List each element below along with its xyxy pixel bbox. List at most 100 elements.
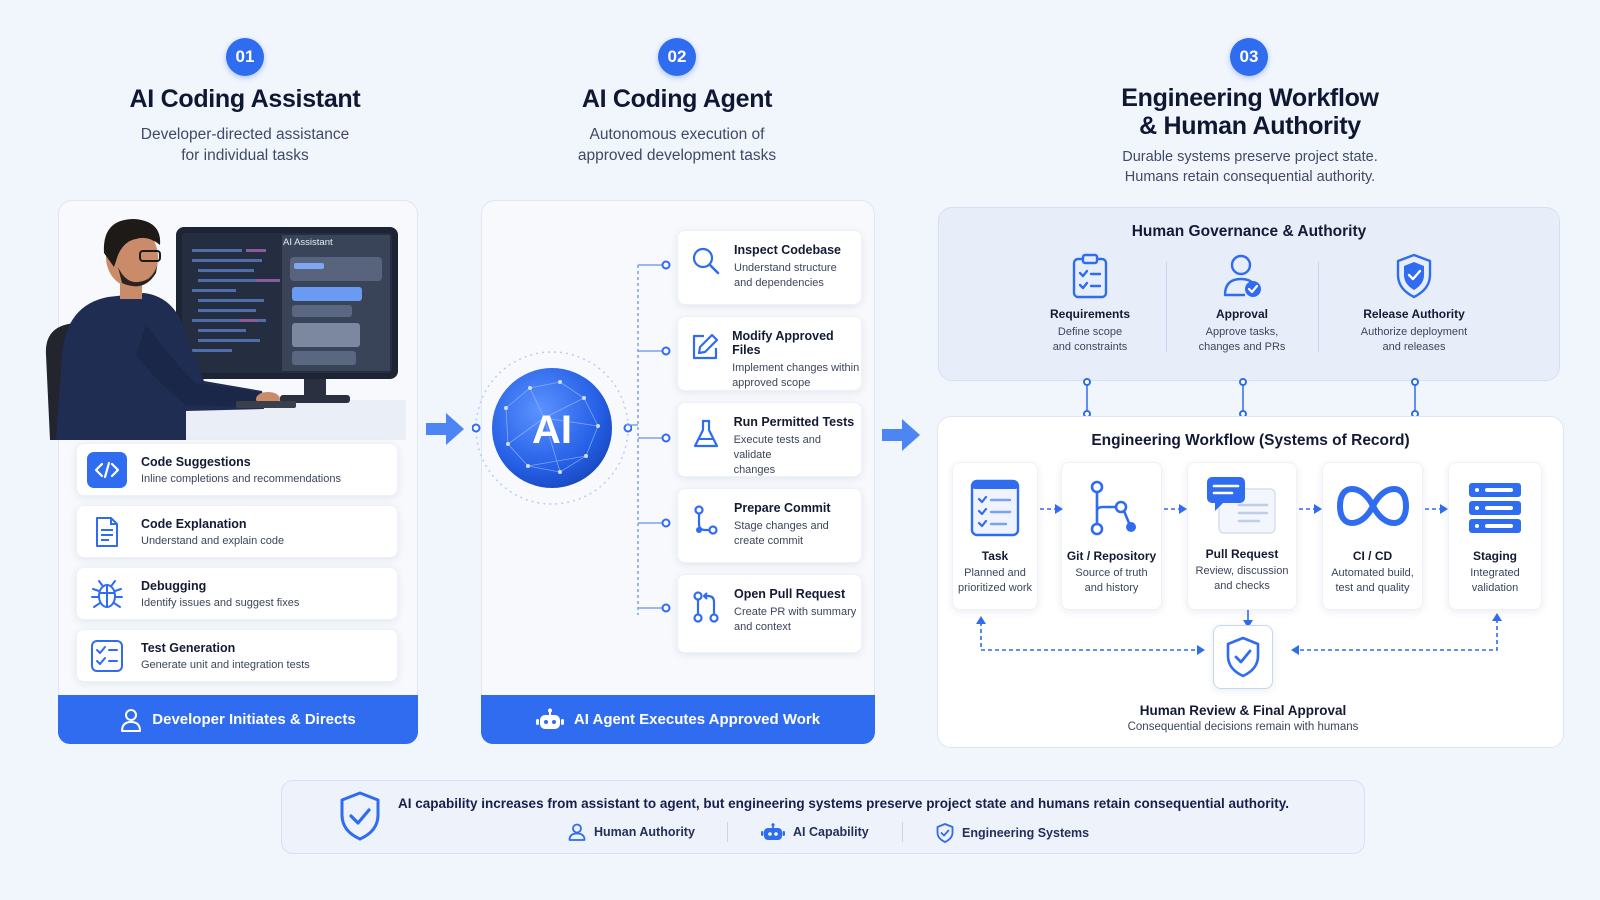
legend-label: AI Capability (793, 825, 869, 839)
code-icon (87, 451, 127, 488)
feature-card-code-explanation[interactable]: Code Explanation Understand and explain … (76, 505, 398, 558)
step-desc: Create PR with summary and context (734, 605, 856, 635)
feature-card-debugging[interactable]: Debugging Identify issues and suggest fi… (76, 567, 398, 620)
workflow-desc-line: test and quality (1335, 582, 1410, 594)
governance-item-title: Approval (1215, 307, 1268, 321)
bug-icon (87, 576, 127, 612)
assistant-subtitle-line-2: for individual tasks (181, 147, 309, 164)
pull-request-icon (678, 587, 734, 624)
search-icon (678, 243, 734, 276)
ai-core-sphere (472, 348, 632, 508)
review-title: Human Review & Final Approval (1139, 703, 1347, 718)
step-desc-line: Create PR with summary (734, 606, 857, 618)
feature-title: Code Suggestions (141, 454, 251, 469)
server-icon (1449, 481, 1541, 535)
user-check-icon (1172, 253, 1312, 299)
legend-engineering-systems: Engineering Systems (936, 823, 1089, 843)
workflow-authority-title: Engineering Workflow & Human Authority (1080, 84, 1420, 140)
shield-check-icon (338, 791, 382, 841)
developer-illustration (36, 205, 406, 440)
step-desc-line: and dependencies (734, 277, 824, 289)
checklist-icon (87, 638, 127, 674)
agent-title: AI Coding Agent (581, 85, 773, 113)
shield-icon (1344, 253, 1484, 299)
workflow-authority-subtitle-line-1: Durable systems preserve project state. (1122, 149, 1378, 165)
step-desc-line: approved scope (732, 377, 811, 389)
step-desc-line: and context (734, 621, 791, 633)
step-desc-line: Execute tests and validate (733, 434, 822, 461)
robot-icon (535, 708, 564, 732)
step-desc-line: Stage changes and (734, 520, 829, 532)
feature-title: Code Explanation (141, 516, 247, 531)
step-desc: Stage changes and create commit (734, 519, 831, 549)
governance-item-title: Release Authority (1363, 307, 1465, 321)
person-icon (568, 823, 586, 841)
assistant-subtitle-line-1: Developer-directed assistance (140, 126, 350, 143)
step-title: Inspect Codebase (734, 243, 841, 257)
feature-card-code-suggestions[interactable]: Code Suggestions Inline completions and … (76, 443, 398, 496)
workflow-authority-subtitle: Durable systems preserve project state. … (1080, 147, 1420, 187)
workflow-stage-desc: Automated build,test and quality (1323, 566, 1422, 596)
step-desc-line: Understand structure (734, 262, 837, 274)
summary-text: AI capability increases from assistant t… (398, 796, 1290, 811)
agent-step-run-tests[interactable]: Run Permitted Tests Execute tests and va… (677, 402, 862, 477)
assistant-subtitle: Developer-directed assistance for indivi… (95, 124, 395, 166)
governance-desc-line: changes and PRs (1198, 341, 1286, 353)
agent-step-open-pull-request[interactable]: Open Pull Request Create PR with summary… (677, 574, 862, 653)
person-icon (120, 708, 142, 732)
workflow-authority-subtitle-line-2: Humans retain consequential authority. (1124, 169, 1376, 185)
robot-icon (761, 823, 785, 841)
commit-icon (678, 501, 734, 536)
workflow-stage-ci-cd[interactable]: CI / CD Automated build,test and quality (1322, 462, 1423, 610)
agent-footer-bar: AI Agent Executes Approved Work (481, 695, 875, 744)
governance-desc-line: Approve tasks, (1205, 326, 1279, 338)
workflow-connectors (937, 462, 1564, 662)
workflow-stage-title: Git / Repository (1066, 549, 1157, 563)
step-desc-line: create commit (734, 535, 804, 547)
step-desc: Understand structure and dependencies (734, 261, 841, 291)
feature-desc: Inline completions and recommendations (141, 472, 341, 485)
legend-ai-capability: AI Capability (761, 823, 869, 841)
workflow-stage-title: Task (981, 549, 1009, 563)
step-badge-01: 01 (226, 38, 264, 76)
workflow-desc-line: prioritized work (958, 582, 1032, 594)
legend-human-authority: Human Authority (568, 823, 695, 841)
clipboard-icon (1020, 253, 1160, 299)
agent-subtitle-line-2: approved development tasks (577, 147, 777, 164)
governance-connectors (1080, 378, 1420, 418)
assistant-title: AI Coding Assistant (129, 85, 361, 113)
governance-desc-line: Define scope (1057, 326, 1123, 338)
agent-step-modify-files[interactable]: Modify Approved Files Implement changes … (677, 316, 862, 391)
legend-divider (902, 822, 903, 842)
legend-divider (727, 822, 728, 842)
workflow-desc-line: Review, discussion (1195, 565, 1289, 577)
flask-icon (678, 415, 734, 450)
edit-icon (678, 329, 732, 362)
legend-label: Engineering Systems (962, 826, 1090, 840)
agent-step-inspect-codebase[interactable]: Inspect Codebase Understand structure and… (677, 230, 862, 305)
workflow-desc-line: Integrated (1470, 567, 1520, 579)
review-shield-card[interactable] (1213, 625, 1273, 689)
feature-desc: Understand and explain code (141, 534, 285, 547)
step-desc-line: Implement changes within (732, 362, 860, 374)
git-branch-icon (1062, 479, 1161, 537)
governance-title: Human Governance & Authority (1131, 223, 1367, 240)
step-title: Open Pull Request (734, 587, 846, 601)
step-badge-02: 02 (658, 38, 696, 76)
task-list-icon (953, 479, 1037, 537)
legend-label: Human Authority (594, 825, 695, 839)
step-title: Modify Approved Files (732, 329, 834, 357)
feature-card-test-generation[interactable]: Test Generation Generate unit and integr… (76, 629, 398, 682)
